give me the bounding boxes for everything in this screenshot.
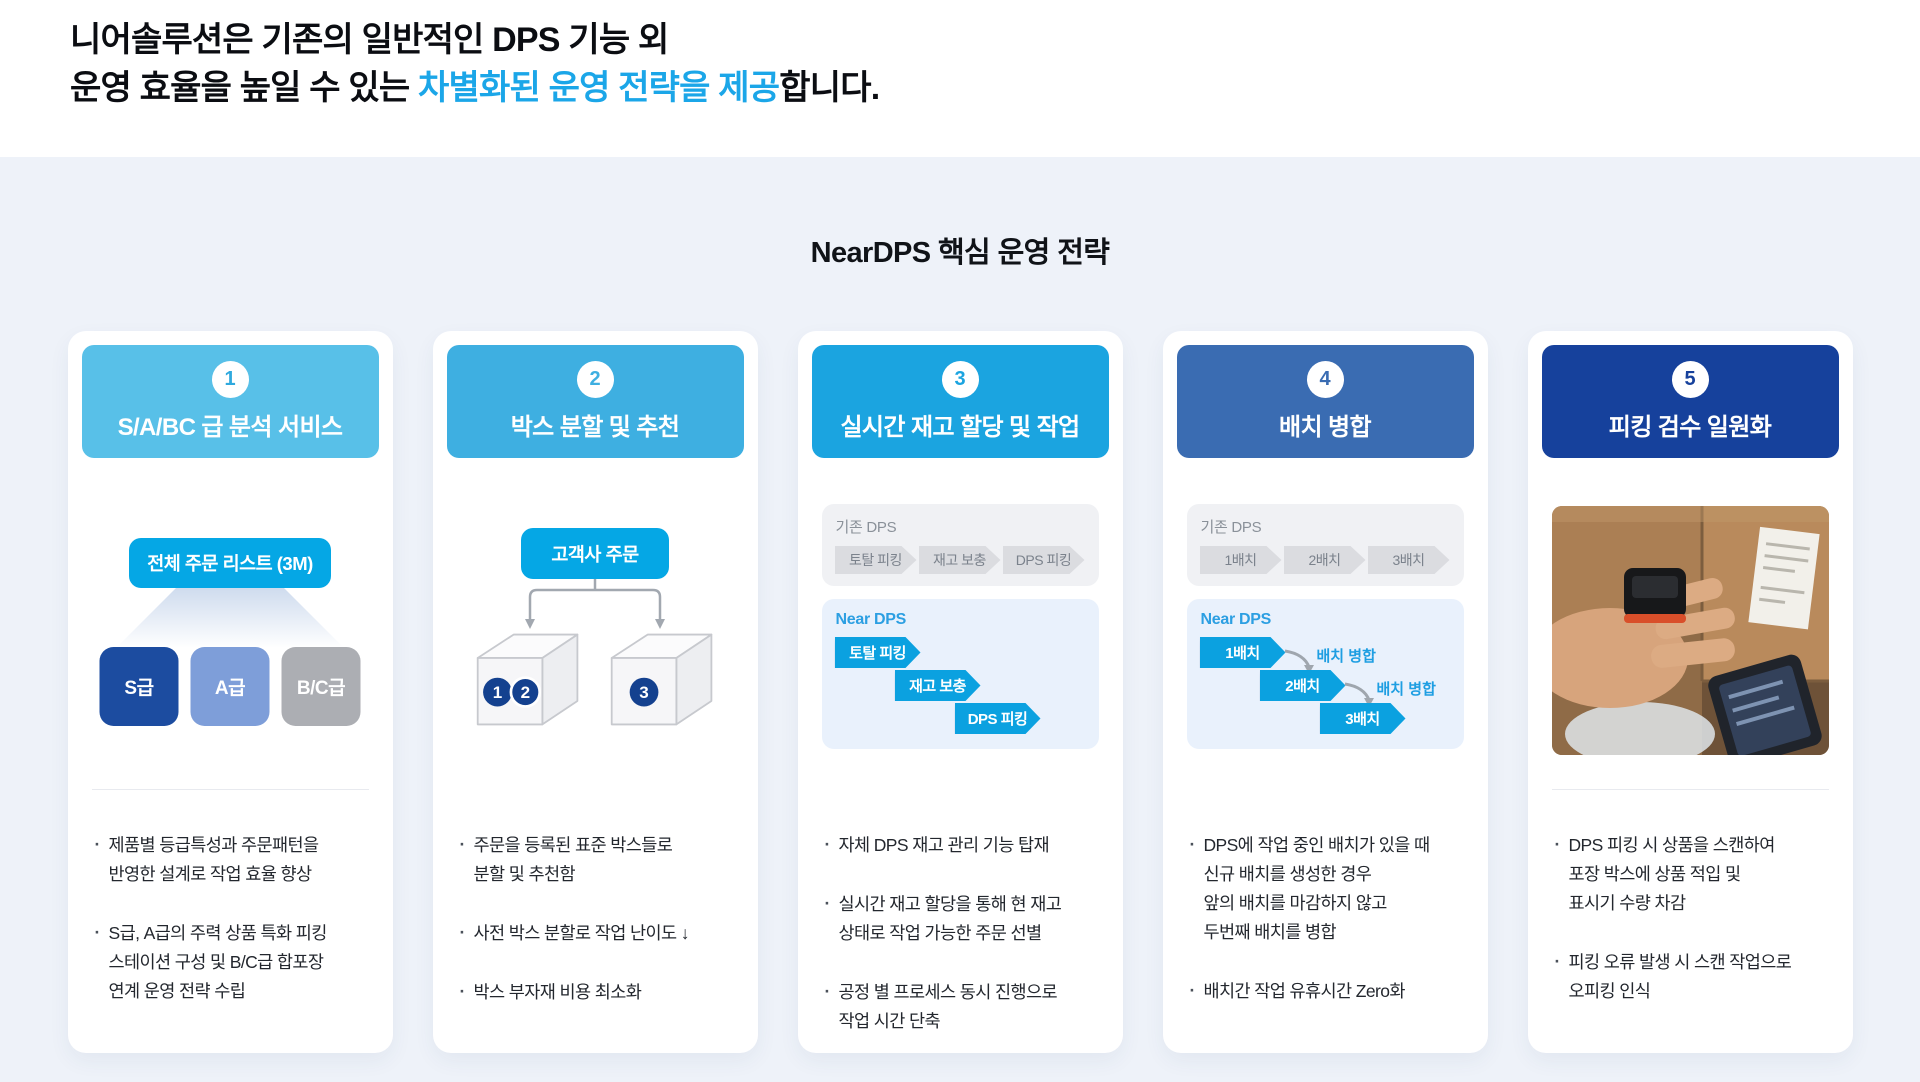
flow-step-chevron: 1배치 xyxy=(1200,546,1282,574)
flow-step-chevron: 3배치 xyxy=(1320,703,1406,734)
card-header: 3 실시간 재고 할당 및 작업 xyxy=(811,345,1109,458)
class-split-fan xyxy=(117,588,343,647)
card-batch-merge: 4 배치 병합 기존 DPS 1배치 2배치 3배치 Near DPS 1배치 … xyxy=(1162,331,1488,1053)
near-dps-panel: Near DPS 1배치 배치 병합 2배치 배치 병합 3배치 xyxy=(1186,599,1464,749)
card-title: 박스 분할 및 추천 xyxy=(510,414,680,441)
card-box-split: 2 박스 분할 및 추천 고객사 주문 1 2 xyxy=(432,331,758,1053)
class-box-a: A급 xyxy=(190,647,270,726)
headline-plain-suffix: 합니다. xyxy=(779,69,880,108)
order-number-badge: 3 xyxy=(639,683,648,702)
divider xyxy=(1551,789,1829,790)
bullet-item: S급, A급의 주력 상품 특화 피킹 스테이션 구성 및 B/C급 합포장 연… xyxy=(94,918,377,1006)
flow-step-chevron: DPS 피킹 xyxy=(1003,546,1085,574)
handheld-terminal xyxy=(1707,654,1822,755)
bullet-item: 공정 별 프로세스 동시 진행으로 작업 시간 단축 xyxy=(824,977,1107,1036)
bullet-item: 주문을 등록된 표준 박스들로 분할 및 추천함 xyxy=(459,830,742,889)
panel-label: 기존 DPS xyxy=(835,519,897,536)
customer-order-pill: 고객사 주문 xyxy=(521,528,669,579)
hero-banner: 니어솔루션은 기존의 일반적인 DPS 기능 외 운영 효율을 높일 수 있는 … xyxy=(0,0,1920,157)
bullet-item: 제품별 등급특성과 주문패턴을 반영한 설계로 작업 효율 향상 xyxy=(94,830,377,889)
divider xyxy=(91,789,369,790)
bullet-item: 사전 박스 분할로 작업 난이도 ↓ xyxy=(459,918,742,948)
strategy-cards: 1 S/A/BC 급 분석 서비스 전체 주문 리스트 (3M) S급 A급 B… xyxy=(0,331,1920,1053)
class-box-s: S급 xyxy=(99,647,179,726)
bullet-item: 배치간 작업 유휴시간 Zero화 xyxy=(1189,976,1472,1006)
merge-label: 배치 병합 xyxy=(1316,648,1376,665)
panel-label: 기존 DPS xyxy=(1200,519,1262,536)
class-boxes: S급 A급 B/C급 xyxy=(99,647,361,726)
flow-step-chevron: 3배치 xyxy=(1368,546,1450,574)
card-header: 2 박스 분할 및 추천 xyxy=(446,345,744,458)
card-title: 실시간 재고 할당 및 작업 xyxy=(840,414,1080,441)
merge-arrow-icon xyxy=(1284,649,1314,674)
flow-step-chevron: DPS 피킹 xyxy=(955,703,1041,734)
bullet-item: 피킹 오류 발생 시 스캔 작업으로 오피킹 인식 xyxy=(1554,947,1837,1006)
near-dps-panel: Near DPS 토탈 피킹 재고 보충 DPS 피킹 xyxy=(821,599,1099,749)
bullet-item: DPS에 작업 중인 배치가 있을 때 신규 배치를 생성한 경우 앞의 배치를… xyxy=(1189,830,1472,947)
card-title: 피킹 검수 일원화 xyxy=(1608,414,1772,441)
card-number-badge: 4 xyxy=(1306,361,1344,398)
bullet-item: DPS 피킹 시 상품을 스캔하여 포장 박스에 상품 적입 및 표시기 수량 … xyxy=(1554,830,1837,918)
card-header: 5 피킹 검수 일원화 xyxy=(1541,345,1839,458)
panel-label: Near DPS xyxy=(1200,611,1272,628)
hero-headline-line2: 운영 효율을 높일 수 있는 차별화된 운영 전략을 제공합니다. xyxy=(70,64,1920,112)
card-header: 1 S/A/BC 급 분석 서비스 xyxy=(81,345,379,458)
ring-scanner-picking-photo xyxy=(1551,506,1829,755)
section-title: NearDPS 핵심 운영 전략 xyxy=(810,237,1110,269)
flow-step-chevron: 재고 보충 xyxy=(895,670,981,701)
flow-step-chevron: 2배치 xyxy=(1260,670,1346,701)
bullet-item: 박스 부자재 비용 최소화 xyxy=(459,977,742,1007)
card-title: S/A/BC 급 분석 서비스 xyxy=(117,414,343,441)
flow-step-chevron: 2배치 xyxy=(1284,546,1366,574)
panel-label: Near DPS xyxy=(835,611,907,628)
parcel-boxes: 1 2 3 xyxy=(475,629,715,730)
bullet-item: 자체 DPS 재고 관리 기능 탑재 xyxy=(824,830,1107,860)
strategy-section: NearDPS 핵심 운영 전략 1 S/A/BC 급 분석 서비스 전체 주문… xyxy=(0,157,1920,1053)
bullet-list: 제품별 등급특성과 주문패턴을 반영한 설계로 작업 효율 향상 S급, A급의… xyxy=(94,830,377,1035)
card-number-badge: 5 xyxy=(1671,361,1709,398)
ring-scanner xyxy=(1623,568,1686,623)
class-box-bc: B/C급 xyxy=(281,647,361,726)
hero-headline-line1: 니어솔루션은 기존의 일반적인 DPS 기능 외 xyxy=(70,21,669,59)
card-realtime-allocation: 3 실시간 재고 할당 및 작업 기존 DPS 토탈 피킹 재고 보충 DPS … xyxy=(797,331,1123,1053)
card-picking-verification: 5 피킹 검수 일원화 xyxy=(1527,331,1853,1053)
order-number-badge: 2 xyxy=(521,683,530,702)
order-number-badge: 1 xyxy=(493,683,502,702)
card-class-analysis: 1 S/A/BC 급 분석 서비스 전체 주문 리스트 (3M) S급 A급 B… xyxy=(67,331,393,1053)
legacy-dps-panel: 기존 DPS 1배치 2배치 3배치 xyxy=(1186,504,1464,586)
legacy-dps-panel: 기존 DPS 토탈 피킹 재고 보충 DPS 피킹 xyxy=(821,504,1099,586)
bullet-list: 주문을 등록된 표준 박스들로 분할 및 추천함 사전 박스 분할로 작업 난이… xyxy=(459,830,742,1037)
bullet-list: DPS 피킹 시 상품을 스캔하여 포장 박스에 상품 적입 및 표시기 수량 … xyxy=(1554,830,1837,1035)
flow-step-chevron: 토탈 피킹 xyxy=(835,546,917,574)
merge-arrow-icon xyxy=(1344,682,1374,707)
order-list-pill: 전체 주문 리스트 (3M) xyxy=(129,538,331,588)
parcel-box: 1 2 xyxy=(476,633,579,726)
split-connector-arrows xyxy=(525,579,665,629)
card-header: 4 배치 병합 xyxy=(1176,345,1474,458)
card-number-badge: 3 xyxy=(941,361,979,398)
bullet-list: DPS에 작업 중인 배치가 있을 때 신규 배치를 생성한 경우 앞의 배치를… xyxy=(1189,830,1472,1035)
bullet-list: 자체 DPS 재고 관리 기능 탑재 실시간 재고 할당을 통해 현 재고 상태… xyxy=(824,830,1107,1065)
bullet-item: 실시간 재고 할당을 통해 현 재고 상태로 작업 가능한 주문 선별 xyxy=(824,889,1107,948)
flow-step-chevron: 1배치 xyxy=(1200,637,1286,668)
headline-highlight: 차별화된 운영 전략을 제공 xyxy=(418,69,780,108)
headline-plain: 운영 효율을 높일 수 있는 xyxy=(70,69,419,108)
flow-step-chevron: 재고 보충 xyxy=(919,546,1001,574)
parcel-box: 3 xyxy=(610,633,713,726)
card-number-badge: 2 xyxy=(576,361,614,398)
card-title: 배치 병합 xyxy=(1279,414,1372,441)
flow-step-chevron: 토탈 피킹 xyxy=(835,637,921,668)
card-number-badge: 1 xyxy=(211,361,249,398)
merge-label: 배치 병합 xyxy=(1376,681,1436,698)
